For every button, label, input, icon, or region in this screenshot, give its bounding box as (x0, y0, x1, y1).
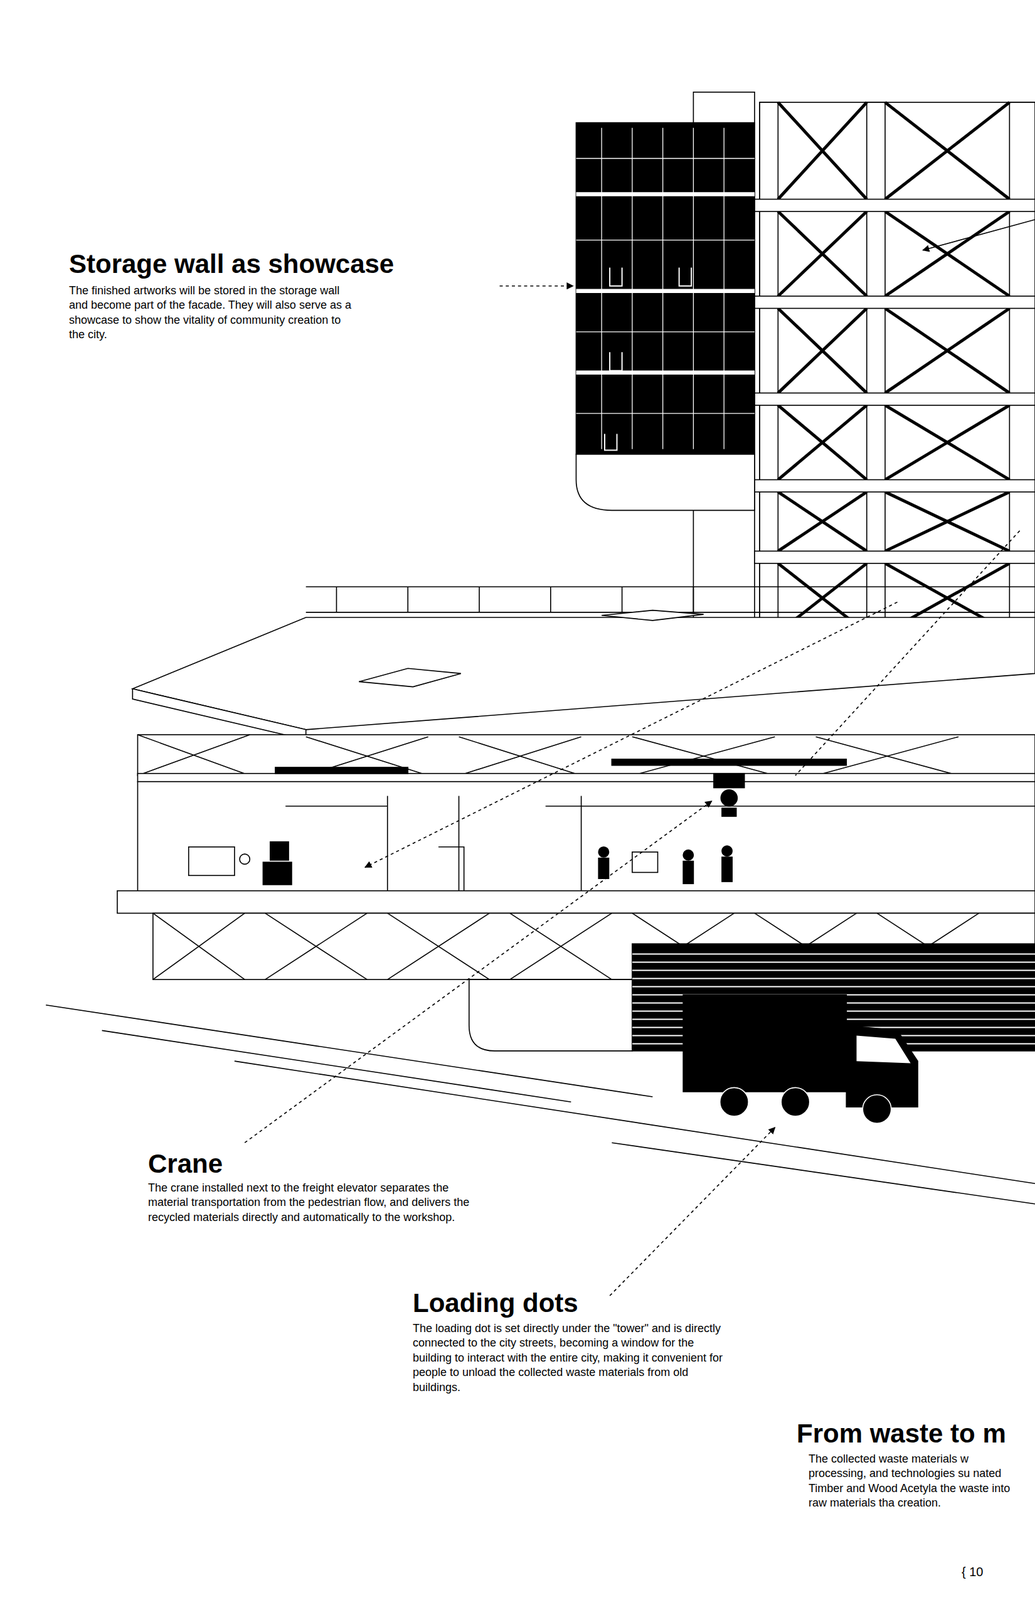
annotation-heading: Crane (148, 1149, 223, 1179)
annotation-heading: From waste to m (796, 1418, 1007, 1448)
page-number: { 10 (961, 1564, 983, 1579)
annotation-text: The finished artworks will be stored in … (69, 283, 352, 343)
annotation-text: The collected waste materials w processi… (808, 1451, 1022, 1511)
annotation-text: The crane installed next to the freight … (148, 1180, 481, 1225)
annotation-heading: Loading dots (412, 1288, 579, 1318)
annotation-text: The loading dot is set directly under th… (412, 1321, 727, 1395)
annotation-heading: Storage wall as showcase (69, 249, 394, 279)
